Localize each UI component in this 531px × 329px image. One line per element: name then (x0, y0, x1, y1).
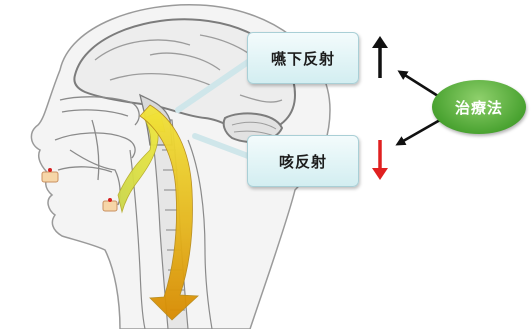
treatment-oval: 治療法 (432, 80, 526, 134)
swallow-up-arrow-head (372, 36, 388, 48)
swallow-reflex-text: 嚥下反射 (271, 48, 335, 69)
treatment-text: 治療法 (455, 97, 503, 118)
treatment-to-cough-arrow (398, 120, 440, 144)
swallow-up-arrow (372, 36, 388, 78)
cough-down-arrow-head (372, 168, 388, 180)
cough-reflex-text: 咳反射 (279, 151, 327, 172)
treatment-to-swallow-arrow (400, 72, 438, 96)
cough-down-arrow (372, 140, 388, 180)
swallow-reflex-label: 嚥下反射 (247, 32, 359, 84)
cough-reflex-label: 咳反射 (247, 135, 359, 187)
